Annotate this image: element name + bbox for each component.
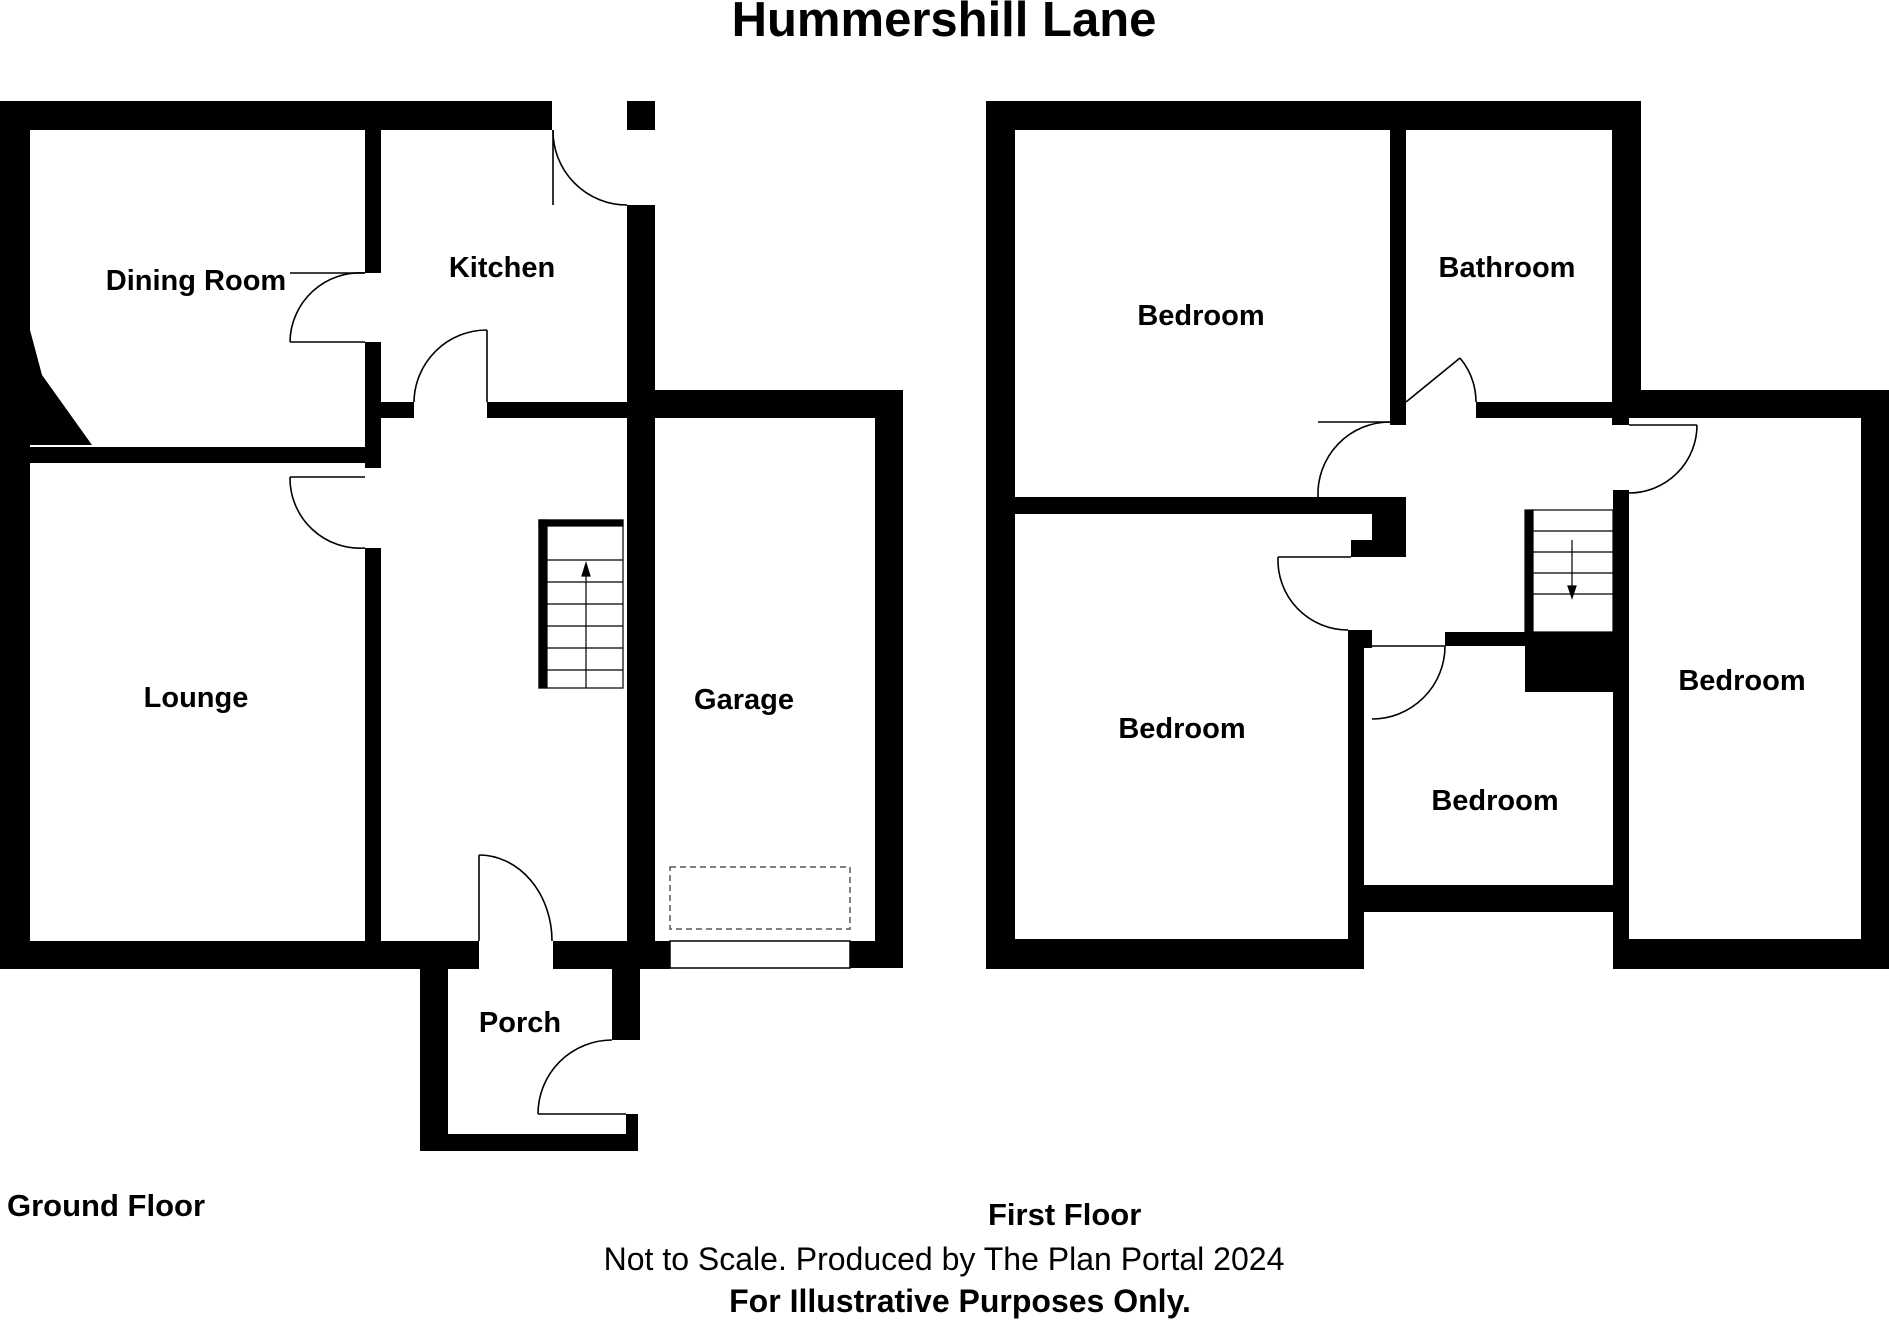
wall — [1390, 402, 1406, 422]
wall — [850, 941, 903, 968]
ground-stairs — [538, 519, 624, 689]
room-label-bedroom-top: Bedroom — [1137, 300, 1264, 332]
wall — [1476, 402, 1612, 418]
room-label-bedroom-right: Bedroom — [1678, 665, 1805, 697]
room-label-bathroom: Bathroom — [1439, 252, 1576, 284]
wall — [1612, 403, 1629, 425]
room-label-bedroom-small: Bedroom — [1431, 785, 1558, 817]
wall — [553, 941, 627, 955]
wall — [1525, 632, 1613, 692]
wall — [1613, 939, 1889, 969]
wall — [986, 101, 1015, 969]
wall — [1364, 885, 1613, 912]
wall — [627, 205, 655, 969]
wall — [30, 447, 365, 463]
scale-note: Not to Scale. Produced by The Plan Porta… — [604, 1241, 1285, 1277]
wall — [381, 402, 414, 418]
first-floor-label: First Floor — [988, 1197, 1141, 1232]
disclaimer: For Illustrative Purposes Only. — [729, 1283, 1191, 1319]
door-swing — [478, 854, 553, 942]
wall — [1861, 390, 1889, 969]
wall — [1015, 497, 1372, 514]
door-swing — [552, 129, 628, 206]
first-stairs — [1524, 509, 1614, 633]
wall — [1612, 101, 1641, 403]
wall — [487, 402, 627, 418]
wall — [1613, 490, 1629, 969]
door-swing — [1317, 421, 1391, 498]
room-label-bedroom-left: Bedroom — [1118, 713, 1245, 745]
wall — [365, 342, 381, 468]
ground-floor-plan: Dining Room Kitchen Lounge Garage Porch — [0, 101, 903, 1151]
wall — [875, 390, 903, 968]
plan-title: Hummershill Lane — [732, 0, 1157, 47]
wall — [1612, 390, 1889, 418]
door-swing — [1405, 357, 1477, 403]
room-label-porch: Porch — [479, 1007, 561, 1039]
door-swing — [1277, 556, 1351, 631]
door-swing — [413, 329, 488, 403]
wall — [626, 1114, 638, 1151]
first-floor-plan: Bedroom Bathroom Bedroom Bedroom Bedroom — [986, 101, 1889, 969]
room-label-garage: Garage — [694, 684, 794, 716]
wall — [365, 130, 381, 273]
room-label-lounge: Lounge — [144, 682, 249, 714]
garage-door-track — [669, 866, 851, 930]
wall — [30, 330, 92, 445]
door-swing — [1628, 424, 1698, 494]
wall — [627, 101, 655, 130]
wall — [1390, 130, 1406, 425]
wall — [1348, 630, 1364, 969]
door-swing — [1371, 645, 1446, 720]
wall — [0, 101, 552, 130]
wall — [365, 548, 381, 941]
wall — [420, 955, 448, 1151]
garage-door — [669, 940, 851, 969]
wall — [1351, 540, 1406, 557]
wall — [0, 941, 448, 969]
wall — [1362, 630, 1372, 648]
wall — [612, 955, 640, 1040]
room-label-kitchen: Kitchen — [449, 252, 555, 284]
wall — [420, 1134, 638, 1151]
door-swing — [289, 272, 366, 343]
wall — [986, 939, 1364, 969]
ground-floor-label: Ground Floor — [7, 1188, 205, 1223]
door-swing — [289, 476, 366, 549]
wall — [986, 101, 1641, 130]
door-swing — [537, 1039, 626, 1115]
wall — [655, 390, 903, 418]
wall — [0, 101, 30, 969]
room-label-dining-room: Dining Room — [106, 265, 286, 297]
